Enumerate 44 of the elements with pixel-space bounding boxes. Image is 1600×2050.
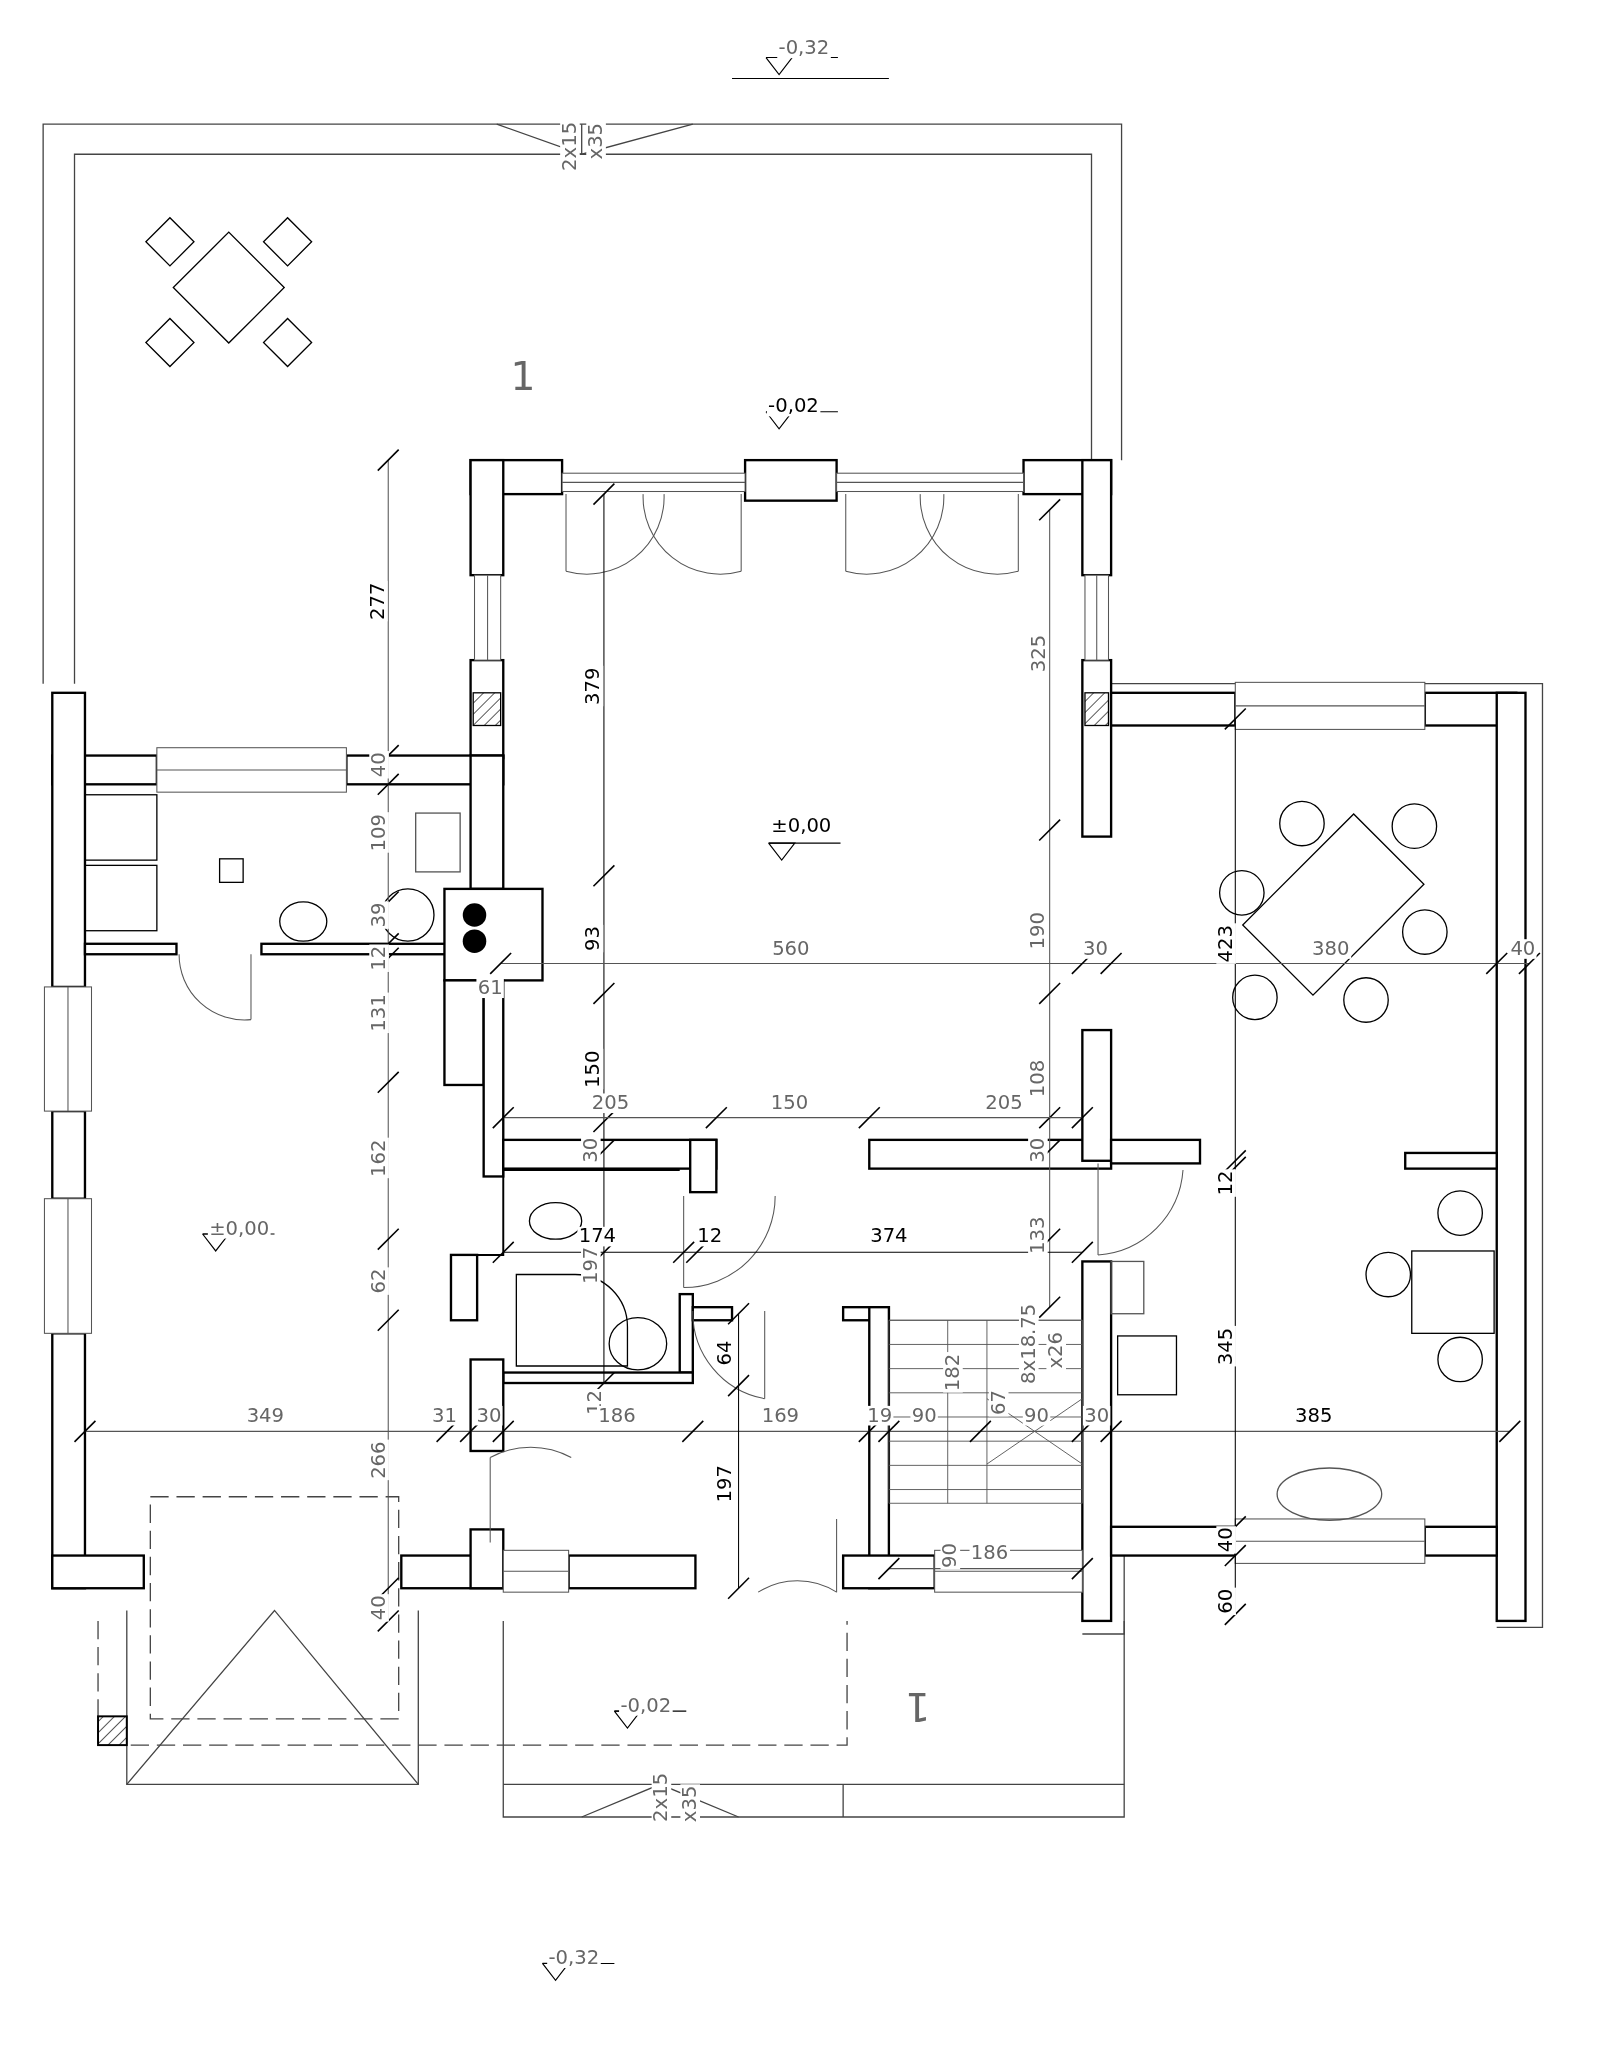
dimension-label: 345 (1216, 1326, 1236, 1367)
dimension-label: 30 (1082, 1405, 1111, 1426)
dimension-label: 40 (1509, 939, 1537, 959)
dimension-label: 30 (581, 1136, 601, 1165)
elevation-label: -0,32 (547, 1948, 601, 1968)
dimension-label: 12 (696, 1226, 724, 1247)
dimension-label: 90 (1022, 1405, 1051, 1426)
dimension-label: 277 (367, 581, 388, 622)
dimension-label: 62 (369, 1267, 389, 1295)
dimension-label: 90 (940, 1541, 961, 1570)
stair-label: 8x18.75 (1018, 1302, 1039, 1386)
dimension-label: 12 (369, 944, 389, 972)
dimension-label: 60 (1216, 1587, 1236, 1616)
dimension-label: 109 (369, 812, 389, 853)
step-label: 2x15 (651, 1771, 672, 1824)
stair-label: x26 (1046, 1330, 1066, 1370)
dimension-label: 40 (369, 750, 389, 779)
dimension-label: 133 (1028, 1215, 1048, 1256)
dimension-label: 30 (475, 1405, 503, 1426)
dimension-label: 19 (865, 1405, 894, 1426)
dimension-label: 40 (369, 1594, 389, 1622)
dimension-label: 266 (369, 1440, 389, 1481)
dimension-label: 30 (1081, 939, 1110, 959)
elevation-label: -0,02 (766, 396, 821, 417)
elevation-label: -0,32 (777, 38, 831, 59)
dimension-label: 423 (1216, 923, 1236, 964)
dimension-label: 67 (988, 1388, 1009, 1417)
dimension-label: 12 (1216, 1169, 1236, 1197)
dimension-label: 174 (577, 1226, 618, 1247)
dimension-label: 205 (590, 1093, 631, 1114)
step-label: x35 (680, 1784, 700, 1824)
dimension-label: 182 (943, 1352, 963, 1393)
dimension-label: 162 (369, 1138, 389, 1179)
dimension-label: 131 (369, 993, 389, 1034)
dimension-label: 40 (1216, 1526, 1236, 1554)
elevation-label: -0,02 (619, 1696, 673, 1716)
step-label: x35 (586, 121, 606, 161)
dimension-label: 61 (476, 978, 504, 999)
dimension-label: 39 (369, 901, 389, 929)
dimension-label: 31 (430, 1405, 459, 1426)
elevation-label: ±0,00 (207, 1218, 271, 1239)
dimension-label: 380 (1310, 939, 1351, 959)
dimension-label: 30 (1028, 1136, 1048, 1165)
step-label: 2x15 (560, 120, 580, 173)
